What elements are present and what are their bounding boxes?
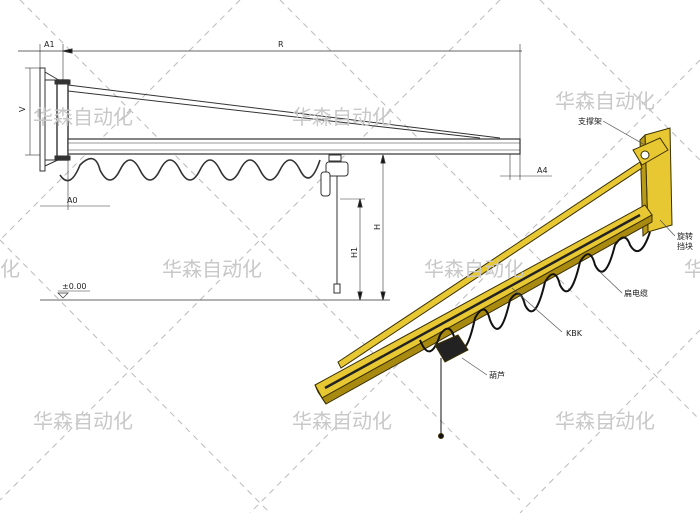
watermark-text: 华森自动化	[424, 257, 524, 281]
callout-stopper-1: 旋转	[677, 231, 693, 241]
side-view	[18, 44, 552, 301]
watermark-text: 华森自动化	[555, 89, 655, 113]
watermark-text: 华森自动化	[292, 409, 392, 433]
watermark-text: 华森自动化	[292, 105, 392, 129]
dim-A0: A0	[67, 196, 78, 205]
perspective-view	[314, 120, 676, 439]
hoist-pendant	[320, 171, 331, 197]
watermark-text: 华森自动化	[0, 257, 20, 281]
dim-A1: A1	[44, 40, 55, 49]
dim-A4: A4	[537, 166, 548, 175]
hoist	[434, 334, 469, 363]
dim-H: H	[373, 224, 382, 230]
callout-flat-cable: 扁电缆	[624, 288, 648, 298]
callout-hoist: 葫芦	[489, 370, 505, 380]
ground-level-label: ±0.00	[62, 282, 87, 291]
watermark-text: 华森自动化	[684, 257, 700, 281]
tie-rod	[337, 161, 643, 369]
callout-kbk: KBK	[566, 329, 583, 338]
watermark-text: 华森自动化	[33, 409, 133, 433]
callout-stopper-2: 挡块	[677, 241, 693, 251]
dim-H1: H1	[350, 247, 359, 258]
dim-R: R	[278, 40, 284, 49]
watermark-text: 华森自动化	[555, 409, 655, 433]
callout-support: 支撑架	[578, 116, 602, 126]
watermark-text: 华森自动化	[162, 257, 262, 281]
watermark-texts: 华森自动化 华森自动化 华森自动化 华森自动化 华森自动化 华森自动化 华森自动…	[0, 89, 700, 433]
dim-V: V	[18, 106, 27, 112]
watermark-text: 华森自动化	[33, 105, 133, 129]
festoon-cable	[59, 157, 321, 182]
